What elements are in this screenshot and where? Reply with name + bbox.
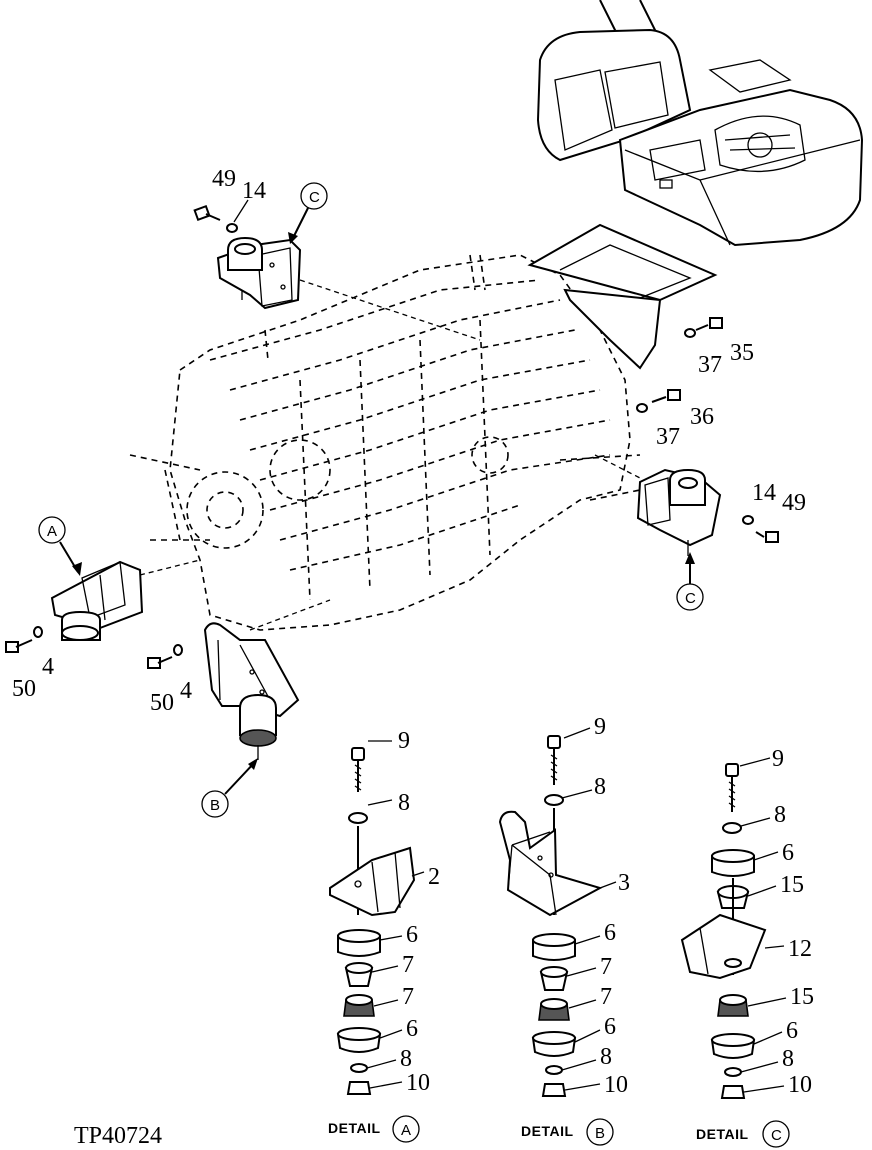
svg-text:C: C bbox=[685, 590, 696, 607]
engine-phantom-outline bbox=[129, 254, 641, 631]
detail-c-callout-pad-top: 6 bbox=[782, 840, 794, 866]
detail-a-callout-bolt: 9 bbox=[398, 728, 410, 754]
callout-50-left: 50 bbox=[12, 676, 36, 702]
detail-label-b: DETAIL B bbox=[521, 1118, 614, 1146]
detail-a-stack bbox=[329, 740, 425, 1095]
svg-text:DETAIL: DETAIL bbox=[328, 1120, 381, 1136]
svg-text:C: C bbox=[771, 1127, 782, 1144]
detail-b-callout-washer-top: 8 bbox=[594, 774, 606, 800]
callout-36: 36 bbox=[690, 404, 714, 430]
detail-c-callout-bushing-bottom: 15 bbox=[790, 984, 814, 1010]
detail-c-callout-washer-top: 8 bbox=[774, 802, 786, 828]
callout-49-top: 49 bbox=[212, 166, 236, 192]
callout-35: 35 bbox=[730, 340, 754, 366]
detail-a-callout-bushing-2: 7 bbox=[402, 984, 414, 1010]
detail-b-callout-pad-top: 6 bbox=[604, 920, 616, 946]
main-fasteners bbox=[5, 204, 779, 669]
detail-a-callout-bushing-1: 7 bbox=[402, 952, 414, 978]
view-marker-c-top: C bbox=[288, 182, 328, 244]
detail-label-c: DETAIL C bbox=[696, 1120, 790, 1148]
detail-a-callout-bracket: 2 bbox=[428, 864, 440, 890]
svg-text:DETAIL: DETAIL bbox=[521, 1123, 574, 1139]
view-marker-c-right: C bbox=[676, 552, 704, 611]
excavator-body-illustration bbox=[536, 0, 864, 247]
detail-b-callouts: 9 8 3 6 7 7 6 8 10 bbox=[594, 714, 630, 1098]
callout-37-upper: 37 bbox=[698, 352, 722, 378]
figure-id: TP40724 bbox=[74, 1123, 162, 1149]
detail-a-callouts: 9 8 2 6 7 7 6 8 10 bbox=[398, 728, 440, 1096]
callout-4-center: 4 bbox=[180, 678, 192, 704]
callout-49-right: 49 bbox=[782, 490, 806, 516]
detail-label-a: DETAIL A bbox=[328, 1115, 420, 1143]
detail-c-callout-washer-bottom: 8 bbox=[782, 1046, 794, 1072]
detail-b-callout-bracket: 3 bbox=[618, 870, 630, 896]
detail-b-callout-bushing-2: 7 bbox=[600, 984, 612, 1010]
detail-c-callout-bolt: 9 bbox=[772, 746, 784, 772]
callout-14-top: 14 bbox=[242, 178, 266, 204]
view-marker-a: A bbox=[38, 516, 82, 576]
callout-50-center: 50 bbox=[150, 690, 174, 716]
callout-37-lower: 37 bbox=[656, 424, 680, 450]
detail-b-callout-pad-bottom: 6 bbox=[604, 1014, 616, 1040]
detail-c-callouts: 9 8 6 15 12 15 6 8 10 bbox=[772, 746, 814, 1098]
svg-text:B: B bbox=[595, 1125, 605, 1142]
detail-b-callout-bolt: 9 bbox=[594, 714, 606, 740]
mount-front-upper bbox=[216, 236, 481, 341]
callout-14-right: 14 bbox=[752, 480, 776, 506]
detail-c-stack bbox=[680, 757, 787, 1099]
detail-b-callout-washer-bottom: 8 bbox=[600, 1044, 612, 1070]
svg-text:A: A bbox=[47, 523, 57, 540]
svg-text:B: B bbox=[210, 797, 220, 814]
mount-rear-right bbox=[594, 454, 722, 556]
detail-b-stack bbox=[498, 727, 617, 1097]
detail-a-callout-nut: 10 bbox=[406, 1070, 430, 1096]
detail-a-callout-washer-bottom: 8 bbox=[400, 1046, 412, 1072]
callout-4-left: 4 bbox=[42, 654, 54, 680]
detail-a-callout-pad-bottom: 6 bbox=[406, 1016, 418, 1042]
detail-c-callout-bracket: 12 bbox=[788, 936, 812, 962]
detail-b-callout-bushing-1: 7 bbox=[600, 954, 612, 980]
detail-a-callout-washer-top: 8 bbox=[398, 790, 410, 816]
detail-c-callout-nut: 10 bbox=[788, 1072, 812, 1098]
main-callout-labels: 49 14 35 37 36 37 14 49 50 4 50 4 bbox=[12, 166, 806, 716]
detail-b-callout-nut: 10 bbox=[604, 1072, 628, 1098]
detail-a-callout-pad-top: 6 bbox=[406, 922, 418, 948]
mount-front-left bbox=[50, 559, 201, 641]
detail-c-callout-bushing-top: 15 bbox=[780, 872, 804, 898]
mount-rear-left bbox=[203, 599, 331, 760]
view-marker-b: B bbox=[201, 758, 258, 818]
detail-c-callout-pad-bottom: 6 bbox=[786, 1018, 798, 1044]
svg-text:A: A bbox=[401, 1122, 411, 1139]
svg-text:C: C bbox=[309, 189, 320, 206]
svg-text:DETAIL: DETAIL bbox=[696, 1126, 749, 1142]
engine-cover-plate bbox=[527, 223, 718, 370]
